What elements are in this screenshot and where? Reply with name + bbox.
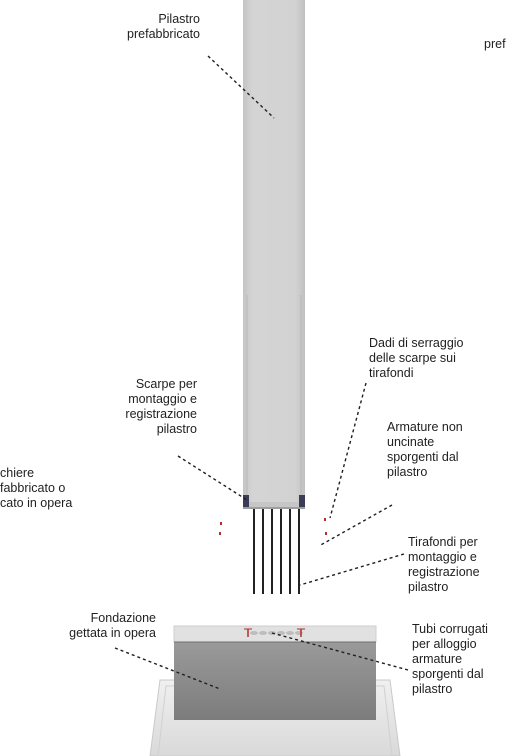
label-dadi: Dadi di serraggio delle scarpe sui tiraf… xyxy=(369,336,464,380)
label-chiere: chiere fabbricato o cato in opera xyxy=(0,466,73,510)
protruding-rebars xyxy=(253,509,300,594)
label-armature: Armature non uncinate sporgenti dal pila… xyxy=(387,420,463,479)
corrugated-tubes xyxy=(244,628,305,637)
leader-dadi xyxy=(329,382,367,519)
leader-tirafondi xyxy=(299,553,405,586)
leader-armature xyxy=(318,504,393,547)
base-shoes xyxy=(243,495,305,507)
foundation-block xyxy=(173,625,377,720)
label-pref-cut: pref xyxy=(484,37,506,51)
label-pilastro-prefabbricato: Pilastro prefabbricato xyxy=(127,12,200,41)
leader-scarpe xyxy=(177,455,248,501)
precast-column xyxy=(243,0,305,509)
leader-lines xyxy=(114,55,409,690)
label-scarpe: Scarpe per montaggio e registrazione pil… xyxy=(125,377,197,436)
label-tubi: Tubi corrugati per alloggio armature spo… xyxy=(412,622,488,696)
nut-markers xyxy=(219,518,327,535)
leader-fondazione xyxy=(114,647,221,690)
label-fondazione: Fondazione gettata in opera xyxy=(69,611,156,640)
label-tirafondi: Tirafondi per montaggio e registrazione … xyxy=(408,535,480,594)
